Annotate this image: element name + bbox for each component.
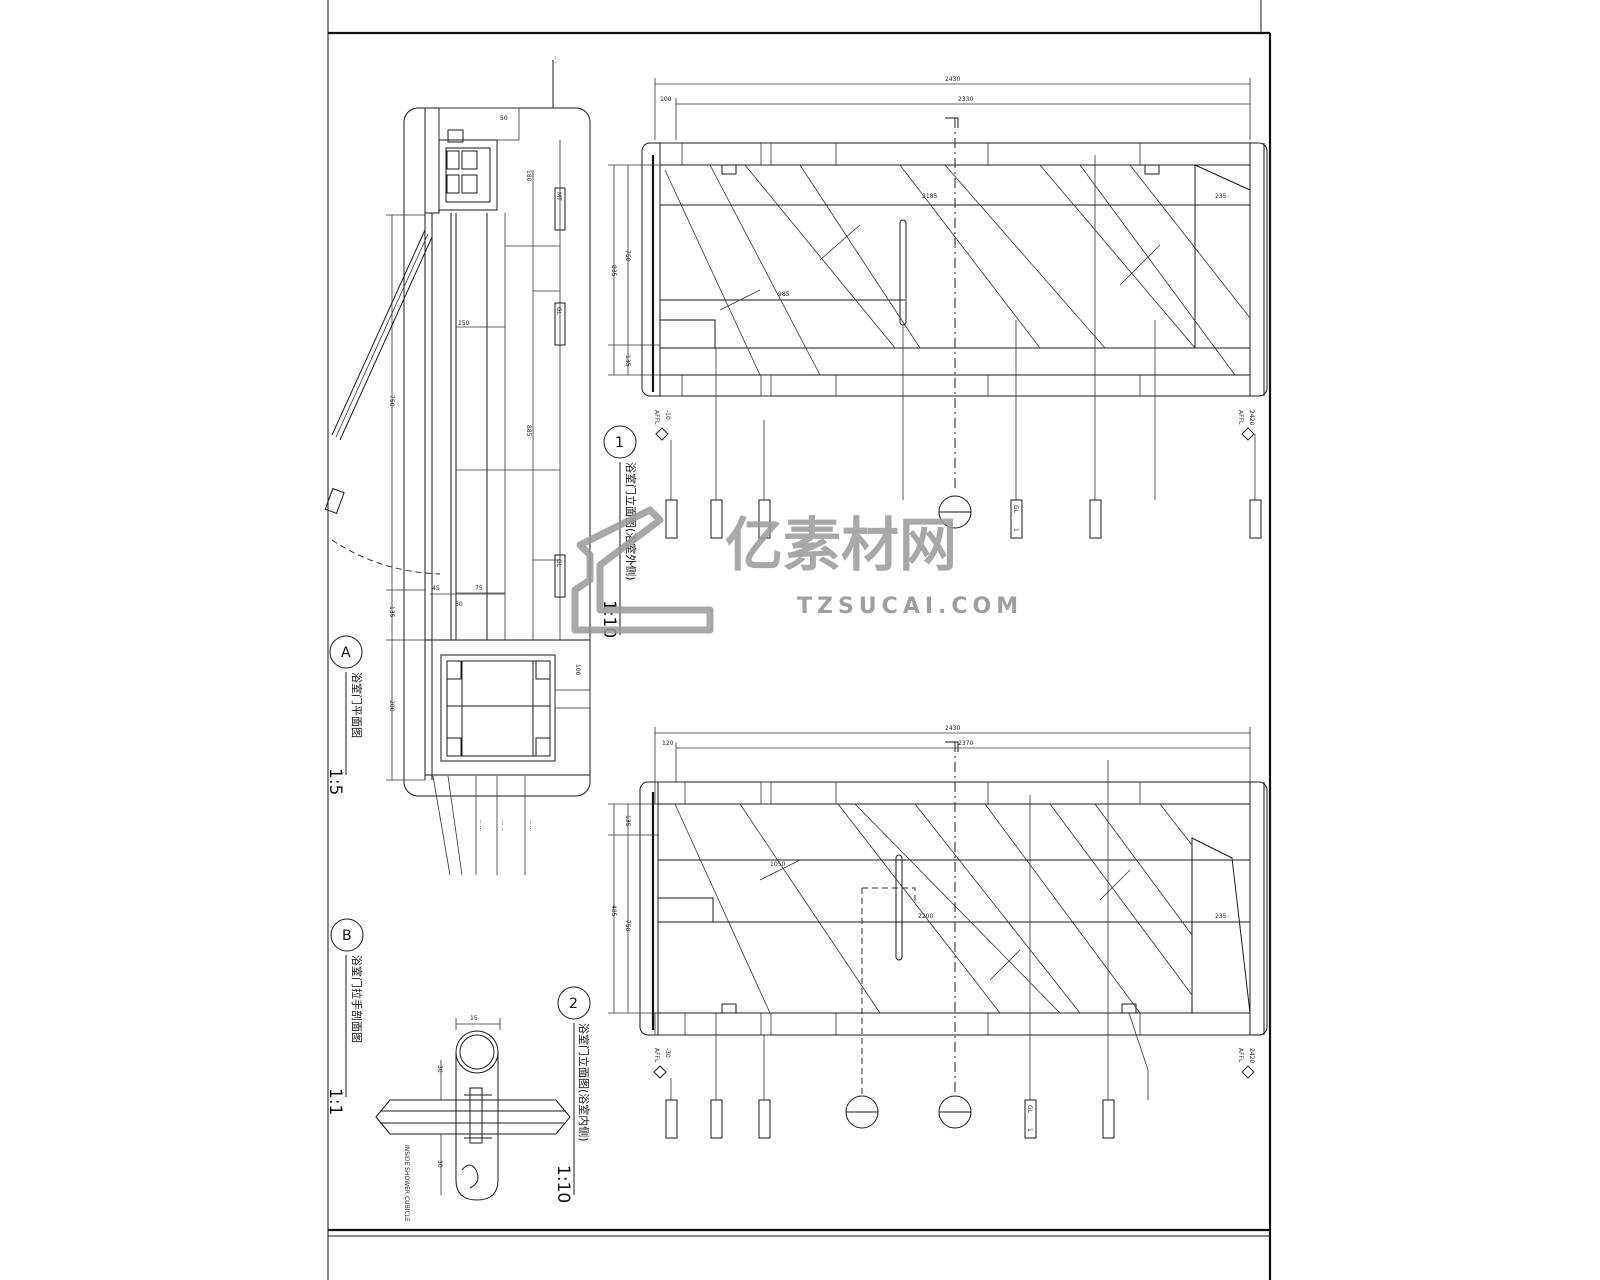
dim-b-30-bot: 30	[436, 1160, 443, 1168]
detail-b-section: B 浴室门拉手剖面图 1:1 15 30 30 INSIDE SHOWER CU…	[325, 918, 591, 1222]
watermark: 亿素材网 TZSUCAI.COM	[571, 506, 1023, 634]
s2-dim-120: 120	[662, 740, 674, 747]
s2-dim-485: 485	[610, 905, 617, 917]
s2-level-left: -30	[664, 1048, 671, 1058]
detail-b-bubble-circle	[330, 918, 364, 952]
detail-a-tag-mt: MT	[555, 192, 562, 201]
sheet-frame	[327, 0, 1272, 1280]
svg-text:··· ··: ··· ··	[498, 820, 505, 832]
detail-a-section: ·· · MT GL GL	[324, 56, 591, 876]
dim-a-75: 75	[475, 585, 483, 592]
s1-dim-750: 750	[624, 250, 631, 262]
detail-a-bubble: A	[341, 645, 351, 661]
s1-tag-no: 1	[1012, 528, 1019, 532]
dim-a-885: 885	[525, 425, 532, 437]
s2-level-right-tag: AFFL	[1237, 1048, 1244, 1063]
s1-dim-100: 100	[660, 96, 672, 103]
dim-b-15: 15	[470, 1015, 478, 1022]
dim-a-200: 200	[388, 700, 395, 712]
s2-level-right: 2420	[1248, 1048, 1255, 1063]
s1-level-left-tag: AFFL	[653, 410, 660, 425]
detail-b-bubble: B	[342, 928, 352, 944]
detail-a-tag-gl-1: GL	[555, 307, 562, 316]
s2-level-left-tag: AFFL	[653, 1048, 660, 1063]
s2-dim-135: 135	[624, 815, 631, 827]
s1-dim-2330: 2330	[958, 96, 973, 103]
s1-dim-2430: 2430	[945, 76, 960, 83]
svg-text:浴室门平面图: 浴室门平面图	[350, 672, 364, 738]
section-1-bubble-circle	[603, 425, 637, 459]
dim-b-30-top: 30	[436, 1065, 443, 1073]
s2-dim-2430: 2430	[945, 725, 960, 732]
s2-dim-2370: 2370	[958, 740, 973, 747]
detail-b-note: INSIDE SHOWER CUBICLE	[403, 1145, 410, 1222]
s2-dim-750: 750	[624, 920, 631, 932]
dim-a-135: 135	[388, 606, 395, 618]
s2-tag-no: 1	[1026, 1128, 1033, 1132]
dim-a-180: 180	[525, 170, 532, 182]
s1-level-right: 2420	[1248, 410, 1255, 425]
section-2-elevation: 2430 120 2370	[608, 725, 1268, 1139]
dim-a-100: 100	[574, 664, 581, 676]
s2-dim-2200: 2200	[918, 913, 933, 920]
s1-dim-985: 985	[778, 291, 790, 298]
section-2-bubble-circle	[557, 986, 591, 1020]
detail-a-tag-gl-2: GL	[555, 559, 562, 568]
s1-tag-gl: GL	[1012, 505, 1019, 514]
svg-text:·· ·: ·· ·	[551, 56, 558, 64]
s2-tag-gl: GL	[1026, 1105, 1033, 1114]
svg-text:·· ···: ·· ···	[476, 820, 483, 832]
detail-a-scale: 1:5	[325, 768, 345, 795]
svg-text:浴室门立面图(浴室内侧): 浴室门立面图(浴室内侧)	[577, 1023, 591, 1142]
svg-text:·· ···: ·· ···	[526, 820, 533, 832]
s1-dim-2185: 2185	[922, 193, 937, 200]
detail-a-bubble-circle	[329, 635, 363, 669]
dim-a-30: 30	[455, 601, 463, 608]
detail-b-scale: 1:1	[325, 1088, 345, 1115]
section-1-elevation: 1 浴室门立面图(浴室外侧) 1:10 2430 100 2330	[599, 76, 1268, 638]
watermark-cn: 亿素材网	[725, 511, 957, 579]
dim-a-150: 150	[458, 320, 470, 327]
s1-level-right-tag: AFFL	[1237, 410, 1244, 425]
dim-a-50: 50	[500, 115, 508, 122]
dim-a-45: 45	[432, 585, 440, 592]
section-1-bubble: 1	[615, 435, 624, 451]
watermark-logo-icon	[571, 506, 714, 634]
section-2-bubble: 2	[569, 996, 578, 1012]
s1-level-left: -10	[664, 410, 671, 420]
s1-dim-835: 835	[610, 265, 617, 277]
s2-dim-235: 235	[1215, 913, 1227, 920]
watermark-en: TZSUCAI.COM	[797, 594, 1023, 619]
s2-dim-1050: 1050	[770, 861, 785, 868]
svg-text:浴室门拉手剖面图: 浴室门拉手剖面图	[350, 955, 364, 1043]
s1-dim-135: 135	[624, 355, 631, 367]
section-2-scale: 1:10	[553, 1165, 573, 1203]
s1-dim-235: 235	[1215, 193, 1227, 200]
dim-a-750: 750	[388, 395, 395, 407]
